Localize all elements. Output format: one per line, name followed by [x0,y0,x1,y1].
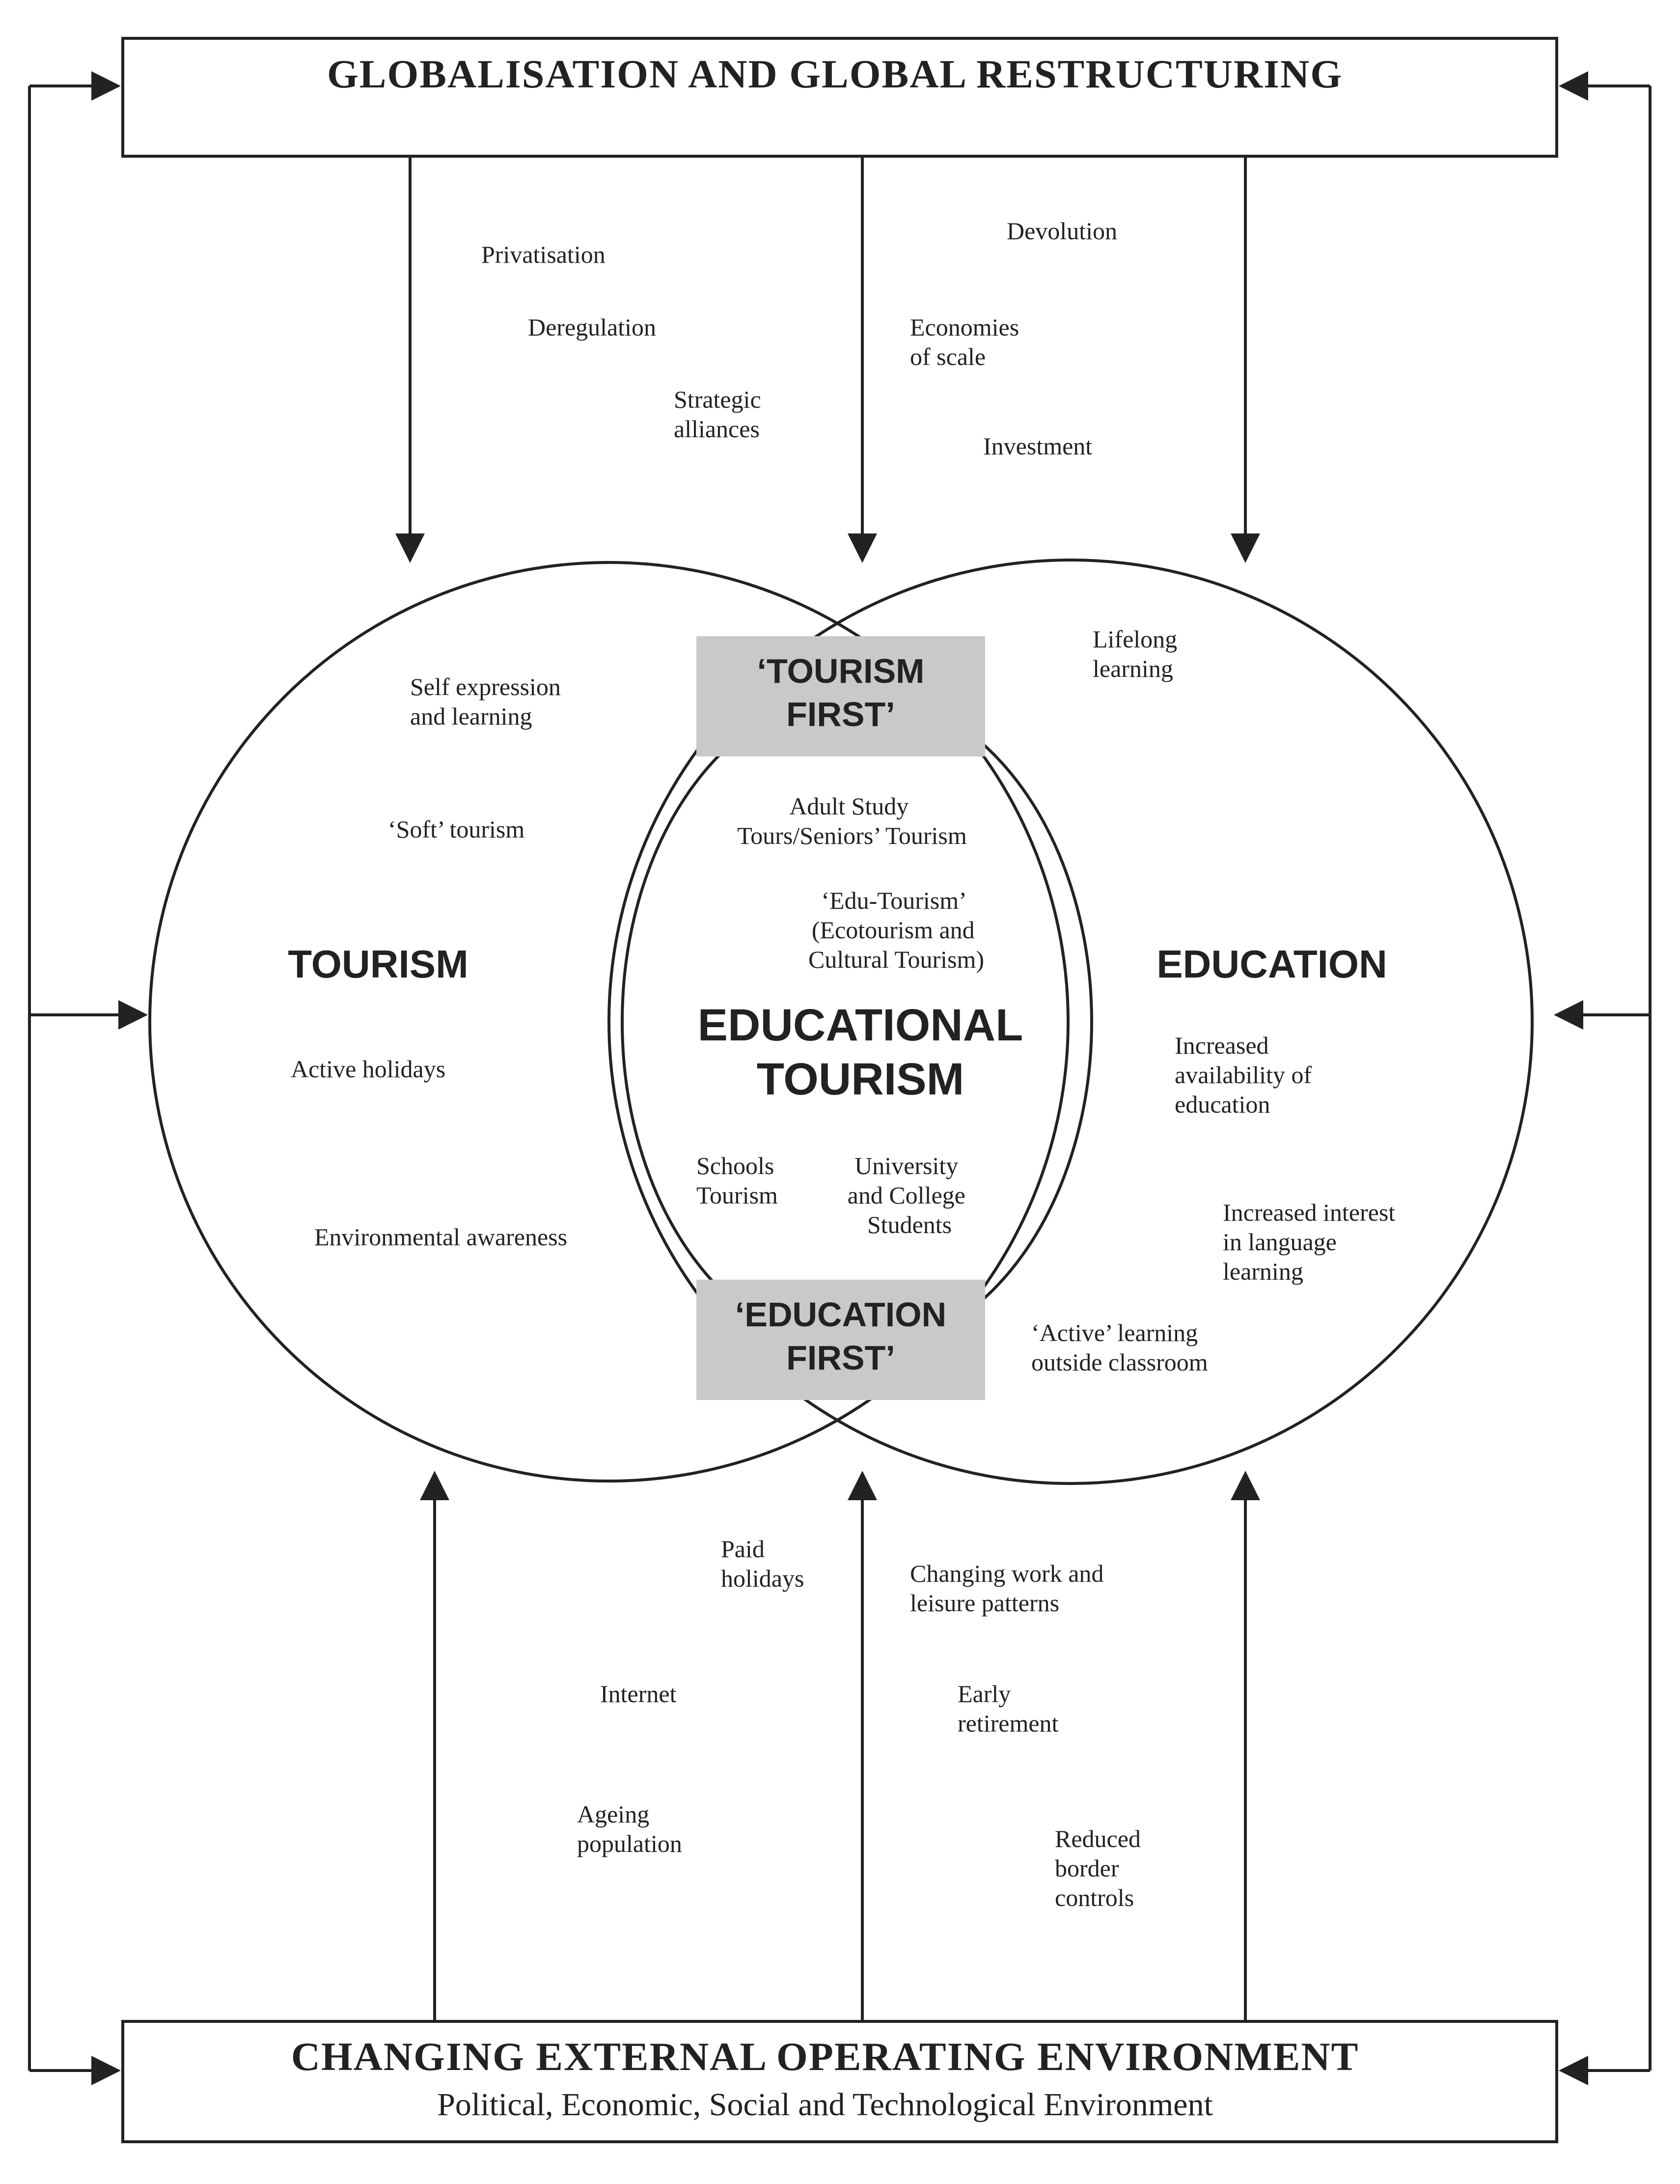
education-first-line1: ‘EDUCATION [735,1295,946,1334]
bottom-banner-title: CHANGING EXTERNAL OPERATING ENVIRONMENT [291,2034,1359,2079]
label-paid-holidays: Paid holidays [721,1535,804,1592]
label-active-holidays: Active holidays [291,1055,445,1083]
label-increased-availability: Increased availability of education [1175,1032,1318,1118]
tourism-first-line2: FIRST’ [786,695,895,733]
label-ageing-population: Ageing population [577,1800,682,1857]
label-investment: Investment [983,432,1092,460]
label-lifelong-learning: Lifelong learning [1093,625,1184,682]
educational-tourism-heading-line1: EDUCATIONAL [698,1000,1023,1050]
label-adult-study: Adult Study Tours/Seniors’ Tourism [737,792,967,849]
top-banner-box [121,37,1558,158]
top-banner-title: GLOBALISATION AND GLOBAL RESTRUCTURING [327,52,1343,96]
label-internet: Internet [600,1680,677,1708]
label-university: University and College Students [848,1152,972,1238]
label-strategic-alliances: Strategic alliances [674,386,767,443]
education-circle [607,559,1534,1485]
educational-tourism-heading-line2: TOURISM [757,1054,964,1104]
label-reduced-border: Reduced border controls [1055,1825,1147,1911]
bottom-banner-box [121,2020,1558,2143]
label-language-learning: Increased interest in language learning [1223,1199,1402,1285]
label-privatisation: Privatisation [481,241,606,268]
label-deregulation: Deregulation [528,313,656,341]
label-early-retirement: Early retirement [958,1680,1059,1737]
label-economies-of-scale: Economies of scale [910,313,1025,370]
label-devolution: Devolution [1007,217,1117,245]
top-arrows [395,156,1260,563]
label-self-expression: Self expression and learning [410,673,567,730]
tourism-circle [148,561,1070,1483]
label-changing-work: Changing work and leisure patterns [910,1560,1110,1617]
bottom-arrows [420,1471,1260,2021]
tourism-heading: TOURISM [288,942,468,986]
label-environmental-awareness: Environmental awareness [314,1223,567,1251]
education-first-box [696,1280,985,1400]
tourism-first-box [696,636,985,756]
side-connectors [28,71,1652,2085]
label-schools-tourism: Schools Tourism [696,1152,780,1209]
label-edu-tourism: ‘Edu-Tourism’ (Ecotourism and Cultural T… [808,887,984,973]
education-first-line2: FIRST’ [786,1339,895,1377]
bottom-banner-subtitle: Political, Economic, Social and Technolo… [437,2087,1213,2123]
label-active-learning: ‘Active’ learning outside classroom [1031,1319,1208,1376]
education-heading: EDUCATION [1157,942,1387,986]
label-soft-tourism: ‘Soft’ tourism [388,815,524,843]
tourism-first-line1: ‘TOURISM [757,652,925,690]
